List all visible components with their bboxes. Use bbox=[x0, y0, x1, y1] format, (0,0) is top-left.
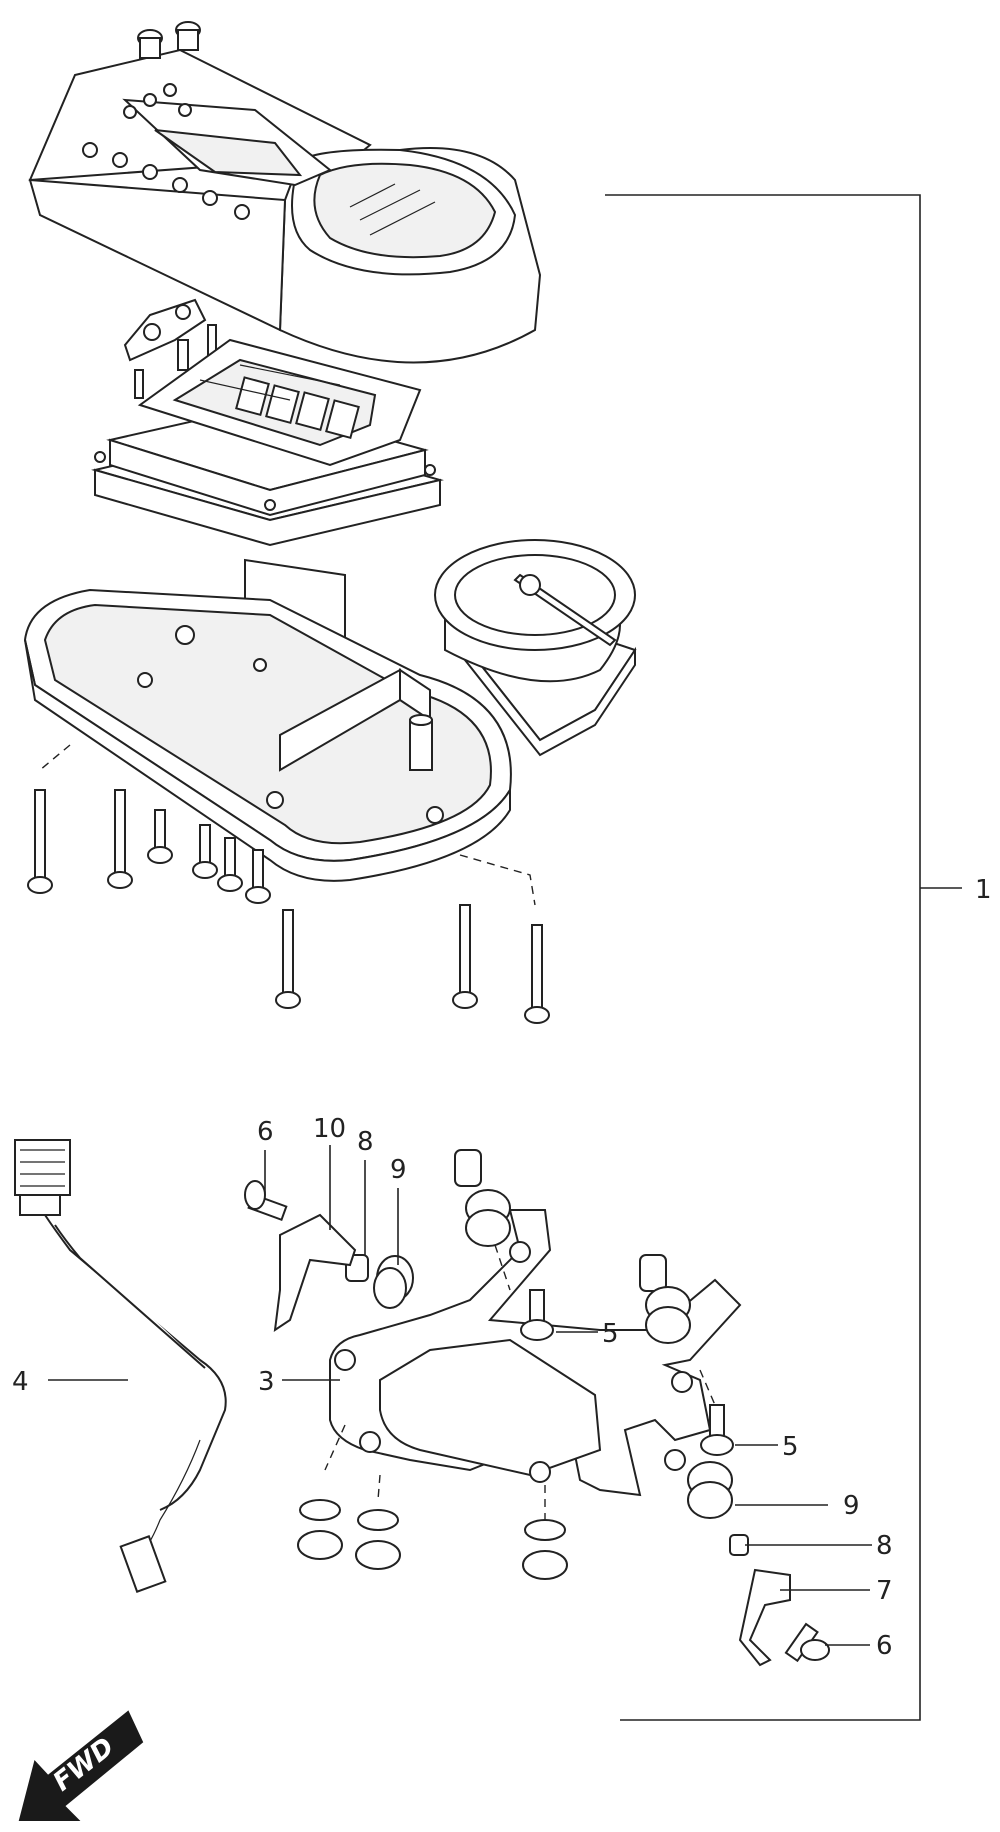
screw-5 bbox=[217, 837, 243, 892]
screw-8 bbox=[452, 904, 478, 1009]
callout-8-lower: 8 bbox=[876, 1531, 893, 1561]
brackets-clips bbox=[273, 1213, 791, 1667]
callout-9-upper: 9 bbox=[390, 1155, 407, 1185]
assembly-bracket-line bbox=[605, 194, 962, 1721]
screw-9 bbox=[524, 924, 550, 1024]
callout-8-upper: 8 bbox=[357, 1127, 374, 1157]
callout-7: 7 bbox=[876, 1576, 893, 1606]
callout-5-lower: 5 bbox=[782, 1432, 799, 1462]
leader-lines bbox=[48, 1145, 872, 1646]
callout-1: 1 bbox=[975, 875, 992, 905]
callout-9-lower: 9 bbox=[843, 1491, 860, 1521]
screw-2 bbox=[107, 789, 133, 889]
callout-6-upper: 6 bbox=[257, 1117, 274, 1147]
screw-1 bbox=[27, 789, 53, 894]
callout-6-lower: 6 bbox=[876, 1631, 893, 1661]
callout-3: 3 bbox=[258, 1367, 275, 1397]
bolts bbox=[244, 1180, 830, 1663]
callout-10: 10 bbox=[313, 1114, 346, 1144]
rubber-grommets bbox=[373, 1149, 733, 1519]
meter-upper-cover bbox=[28, 21, 542, 364]
tachometer-dial bbox=[434, 539, 637, 757]
case-screws bbox=[27, 744, 550, 1024]
mounting-bracket bbox=[329, 1209, 742, 1497]
nuts-washers bbox=[297, 1424, 568, 1580]
screw-3 bbox=[147, 809, 173, 864]
wire-harness bbox=[14, 1139, 227, 1593]
screw-7 bbox=[275, 909, 301, 1009]
screw-4 bbox=[192, 824, 218, 879]
mounting-clip bbox=[123, 298, 217, 399]
callout-4: 4 bbox=[12, 1367, 29, 1397]
callout-5-upper: 5 bbox=[602, 1319, 619, 1349]
screw-6 bbox=[245, 849, 271, 904]
meter-lower-case bbox=[23, 588, 512, 882]
callout-labels: 1 4 3 5 5 6 10 8 9 9 8 7 6 bbox=[12, 875, 992, 1661]
fwd-arrow: FWD bbox=[18, 1710, 144, 1821]
display-module bbox=[91, 338, 444, 667]
